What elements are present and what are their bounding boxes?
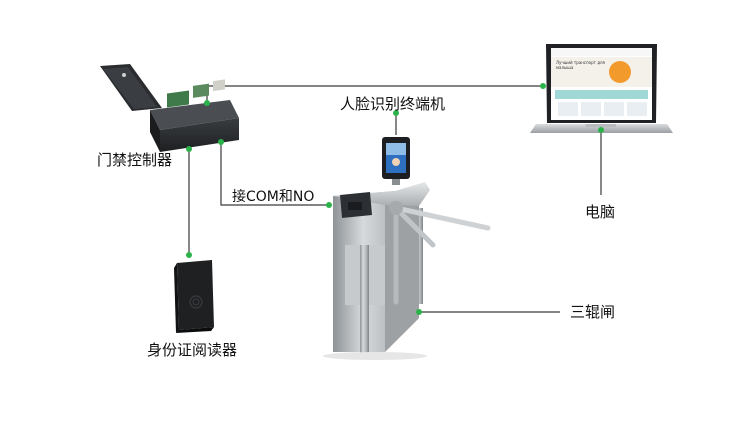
label-wiring-note: 接COM和NO [232,189,315,205]
connection-nodes [186,83,604,315]
label-tripod-turnstile: 三辊闸 [570,303,616,321]
turnstile-device [323,182,491,360]
node-controller-bottom [186,146,192,152]
node-controller-top [204,100,210,106]
label-id-card-reader: 身份证阅读器 [147,341,238,359]
node-computer-bottom [598,127,604,133]
face-terminal-device [382,137,410,185]
node-controller-right [218,139,224,145]
node-reader-top [186,252,192,258]
laptop-screen-headline: Лучший транспорт для малыша [556,60,605,70]
label-computer: 电脑 [585,203,616,221]
node-turnstile-left [326,202,332,208]
laptop-device [530,44,673,133]
node-face-terminal [393,110,399,116]
id-card-reader-device [174,260,214,333]
label-face-terminal: 人脸识别终端机 [340,95,446,113]
line-controller-to-turnstile [220,141,328,206]
node-computer-left [540,83,546,89]
access-controller-device [100,64,239,152]
node-turnstile-right [416,309,422,315]
label-access-controller: 门禁控制器 [97,151,173,169]
